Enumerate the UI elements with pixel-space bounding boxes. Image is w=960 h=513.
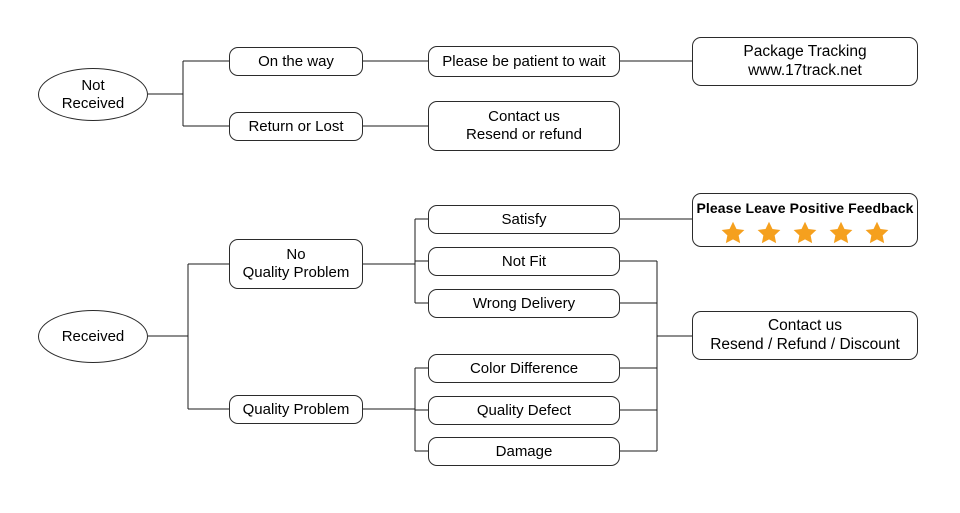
branch-no-quality-problem-line2: Quality Problem — [242, 264, 350, 281]
leaf-wrong-delivery[interactable]: Wrong Delivery — [428, 289, 620, 318]
destination-contact-us-line2: Resend / Refund / Discount — [710, 335, 900, 353]
star-icon[interactable] — [864, 220, 890, 246]
destination-contact-us[interactable]: Contact us Resend / Refund / Discount — [692, 311, 918, 360]
terminal-received[interactable]: Received — [38, 310, 148, 363]
action-be-patient-label: Please be patient to wait — [442, 52, 606, 70]
branch-quality-problem[interactable]: Quality Problem — [229, 395, 363, 424]
leaf-not-fit-label: Not Fit — [501, 252, 547, 270]
leaf-color-difference-label: Color Difference — [469, 359, 579, 377]
destination-package-tracking-url: www.17track.net — [748, 61, 862, 79]
leaf-quality-defect-label: Quality Defect — [476, 401, 572, 419]
destination-package-tracking[interactable]: Package Tracking www.17track.net — [692, 37, 918, 86]
branch-no-quality-problem[interactable]: No Quality Problem — [229, 239, 363, 289]
branch-on-the-way[interactable]: On the way — [229, 47, 363, 76]
star-rating[interactable] — [720, 220, 890, 246]
branch-return-or-lost[interactable]: Return or Lost — [229, 112, 363, 141]
leaf-not-fit[interactable]: Not Fit — [428, 247, 620, 276]
branch-return-or-lost-label: Return or Lost — [248, 117, 344, 135]
star-icon[interactable] — [828, 220, 854, 246]
action-contact-resend-refund-line1: Contact us — [488, 108, 560, 126]
terminal-not-received-line1: Not — [81, 76, 105, 94]
leaf-quality-defect[interactable]: Quality Defect — [428, 396, 620, 425]
leaf-satisfy-label: Satisfy — [501, 210, 547, 228]
leaf-satisfy[interactable]: Satisfy — [428, 205, 620, 234]
action-contact-resend-refund-line2: Resend or refund — [466, 126, 582, 143]
terminal-not-received-line2: Received — [61, 94, 125, 112]
destination-leave-feedback-label: Please Leave Positive Feedback — [696, 200, 914, 216]
action-be-patient[interactable]: Please be patient to wait — [428, 46, 620, 77]
leaf-damage-label: Damage — [495, 442, 553, 460]
destination-contact-us-line1: Contact us — [767, 317, 843, 335]
action-contact-resend-refund[interactable]: Contact us Resend or refund — [428, 101, 620, 151]
star-icon[interactable] — [756, 220, 782, 246]
star-icon[interactable] — [792, 220, 818, 246]
branch-quality-problem-label: Quality Problem — [242, 400, 350, 418]
branch-on-the-way-label: On the way — [258, 52, 334, 70]
terminal-not-received[interactable]: Not Received — [38, 68, 148, 121]
star-icon[interactable] — [720, 220, 746, 246]
leaf-wrong-delivery-label: Wrong Delivery — [472, 294, 576, 312]
destination-leave-feedback[interactable]: Please Leave Positive Feedback — [692, 193, 918, 247]
destination-package-tracking-line1: Package Tracking — [743, 43, 867, 61]
terminal-received-label: Received — [61, 327, 125, 345]
branch-no-quality-problem-line1: No — [286, 246, 306, 264]
leaf-color-difference[interactable]: Color Difference — [428, 354, 620, 383]
leaf-damage[interactable]: Damage — [428, 437, 620, 466]
